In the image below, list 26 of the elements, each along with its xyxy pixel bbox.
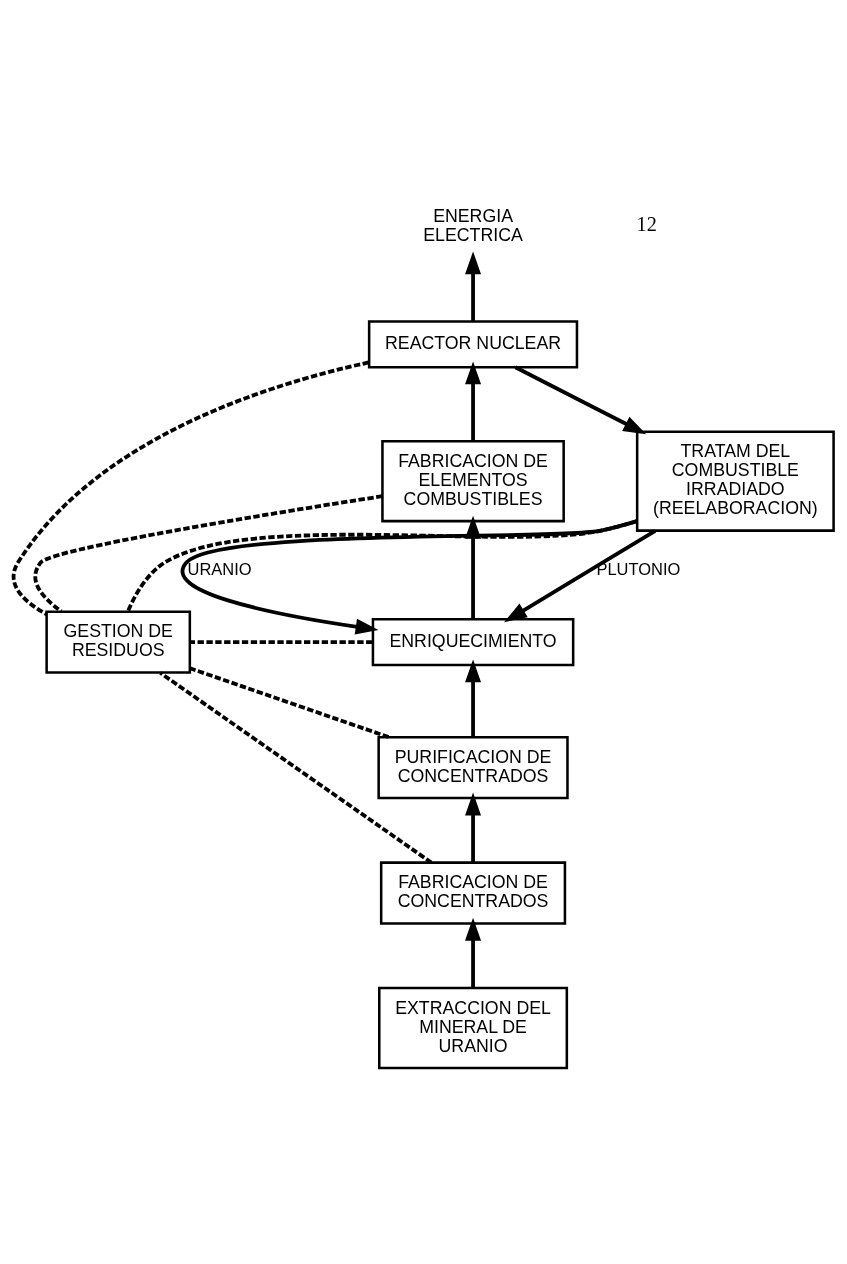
edge-label: URANIO [187,560,252,579]
connector [33,494,383,613]
node-box: ENRIQUECIMIENTO [371,618,575,667]
edge-label: PLUTONIO [596,560,681,579]
arrow [465,659,482,737]
arrow [504,529,657,623]
connector [189,666,390,739]
arrow [465,792,482,863]
connector [126,519,638,613]
arrow [465,361,482,442]
arrow [465,515,482,620]
arrow [465,917,482,989]
node-box: REACTOR NUCLEAR [367,320,579,369]
arrow [465,251,482,322]
node-box: PURIFICACION DE CONCENTRADOS [377,735,569,800]
node-box: TRATAM DEL COMBUSTIBLE IRRADIADO (REELABORACION) [635,430,835,532]
connector [11,360,370,616]
connector [189,640,373,645]
node-box: GESTION DE RESIDUOS [45,610,192,674]
label: 12 [636,213,657,236]
node-box: FABRICACION DE ELEMENTOS COMBUSTIBLES [381,440,565,523]
arrow [514,365,647,435]
node-box: FABRICACION DE CONCENTRADOS [379,861,567,925]
node-text: ENERGIA ELECTRICA [423,205,523,245]
node-box: EXTRACCION DEL MINERAL DE URANIO [378,986,569,1070]
connector [159,671,433,865]
